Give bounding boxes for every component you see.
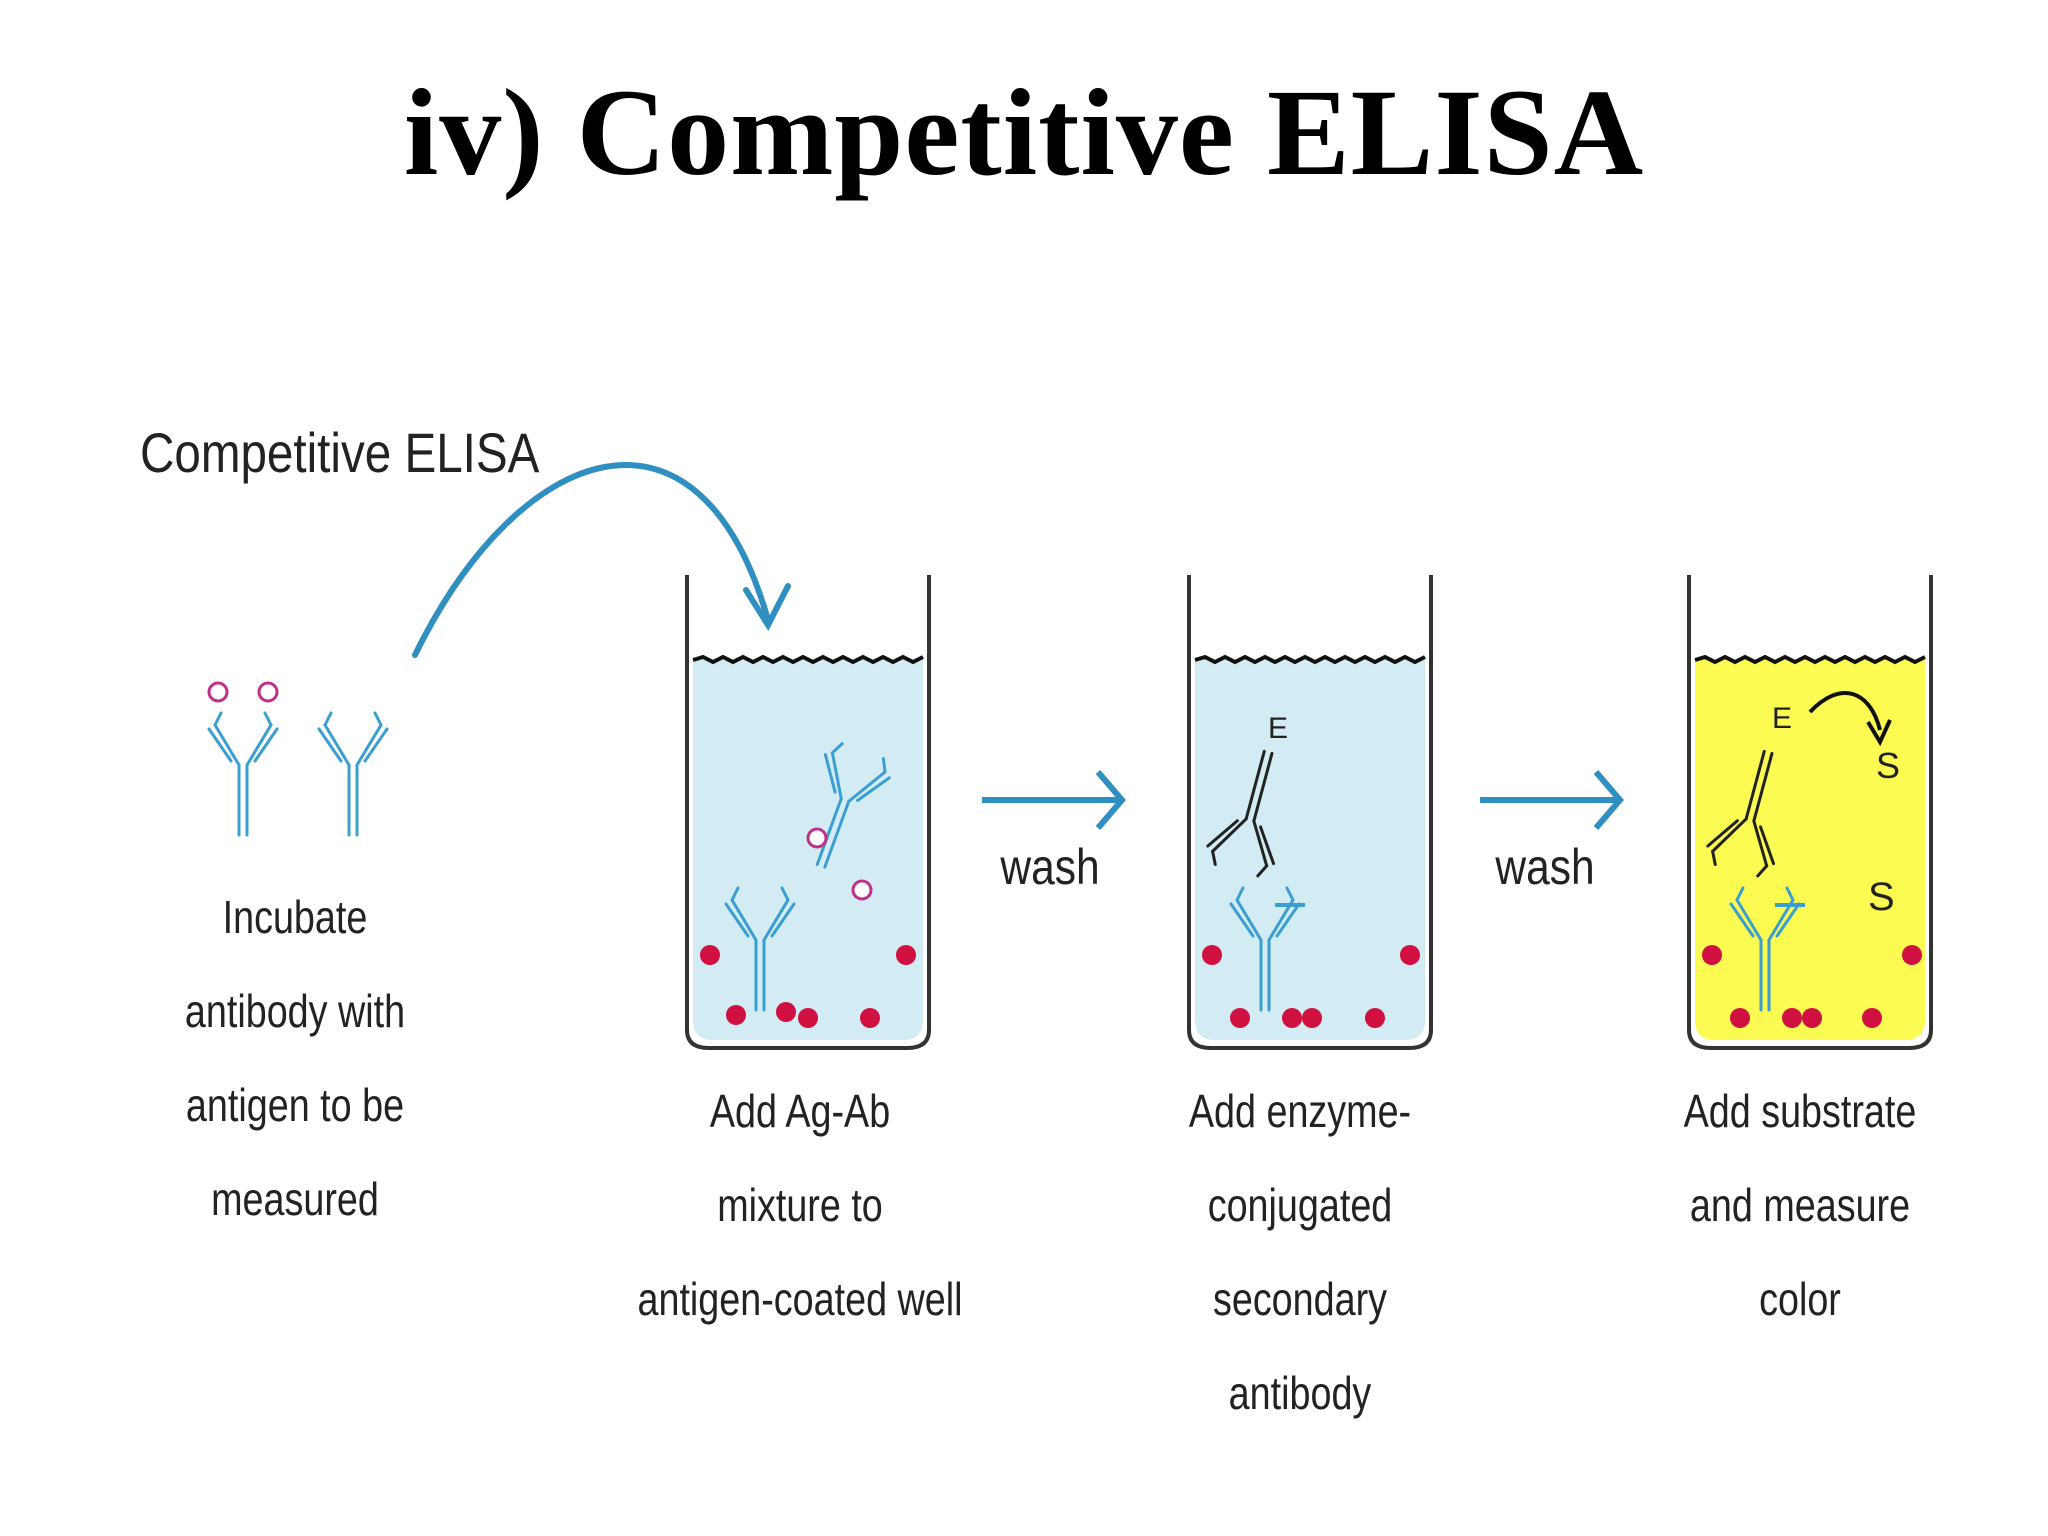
enzyme-label: E bbox=[1772, 702, 1792, 735]
step-2-caption: Add Ag-Ab mixture to antigen-coated well bbox=[637, 1085, 963, 1325]
antigen-icon bbox=[257, 681, 279, 703]
antibody-free-icon bbox=[317, 711, 389, 837]
liquid-surface bbox=[692, 654, 924, 665]
coated-antigen bbox=[1230, 1008, 1250, 1028]
free-antibodies bbox=[207, 681, 389, 837]
coated-antigen bbox=[1730, 1008, 1750, 1028]
bound-antibody-icon bbox=[724, 886, 796, 1012]
substrate-label: S bbox=[1868, 875, 1895, 919]
free-antibody-complex-icon bbox=[815, 742, 891, 869]
wash-arrow-1 bbox=[982, 770, 1126, 830]
coated-antigen bbox=[726, 1005, 746, 1025]
coated-antigen bbox=[700, 945, 720, 965]
well-liquid bbox=[1195, 660, 1425, 1040]
coated-antigen bbox=[1902, 945, 1922, 965]
wash-arrow-2 bbox=[1480, 770, 1624, 830]
well-liquid bbox=[1695, 660, 1925, 1040]
coated-antigen bbox=[1282, 1008, 1302, 1028]
liquid-surface bbox=[1694, 654, 1926, 665]
coated-antigen bbox=[1862, 1008, 1882, 1028]
secondary-antibody-icon bbox=[1206, 749, 1276, 878]
coated-antigen bbox=[798, 1008, 818, 1028]
enzyme-label: E bbox=[1268, 712, 1288, 745]
conversion-arrow bbox=[1808, 691, 1882, 731]
conversion-arrowhead bbox=[1866, 719, 1892, 747]
well-liquid bbox=[693, 660, 923, 1040]
coated-antigen bbox=[776, 1002, 796, 1022]
page-title: iv) Competitive ELISA bbox=[403, 64, 1645, 201]
coated-antigen bbox=[1702, 945, 1722, 965]
coated-antigen bbox=[1365, 1008, 1385, 1028]
coated-antigen bbox=[896, 945, 916, 965]
bound-antibody-icon bbox=[1729, 886, 1801, 1012]
antigen-icon bbox=[851, 879, 873, 901]
well-wall bbox=[1187, 575, 1433, 1050]
coated-antigen bbox=[1202, 945, 1222, 965]
wash-label-2: wash bbox=[1494, 839, 1594, 895]
well-wall bbox=[1687, 575, 1933, 1050]
antigen-icon bbox=[207, 681, 229, 703]
antibody-with-antigen-icon bbox=[207, 711, 279, 837]
well-substrate: E S S bbox=[1687, 575, 1933, 1050]
liquid-surface bbox=[1194, 654, 1426, 665]
well-enzyme-conjugate: E bbox=[1187, 575, 1433, 1050]
coated-antigen bbox=[1802, 1008, 1822, 1028]
transfer-arrow bbox=[412, 462, 791, 658]
coated-antigen bbox=[1302, 1008, 1322, 1028]
step-1-caption: Incubate antibody with antigen to be mea… bbox=[184, 891, 406, 1225]
step-4-caption: Add substrate and measure color bbox=[1683, 1085, 1917, 1325]
secondary-antibody-icon bbox=[1706, 749, 1776, 878]
coated-antigen bbox=[1782, 1008, 1802, 1028]
well-wall bbox=[685, 575, 931, 1050]
substrate-label: S bbox=[1876, 745, 1900, 786]
antigen-icon bbox=[806, 827, 828, 849]
wash-label-1: wash bbox=[999, 839, 1099, 895]
figure-heading: Competitive ELISA bbox=[140, 422, 540, 484]
step-3-caption: Add enzyme- conjugated secondary antibod… bbox=[1188, 1085, 1412, 1419]
coated-antigen bbox=[1400, 945, 1420, 965]
well-ag-ab-mixture bbox=[685, 575, 931, 1050]
coated-antigen bbox=[860, 1008, 880, 1028]
